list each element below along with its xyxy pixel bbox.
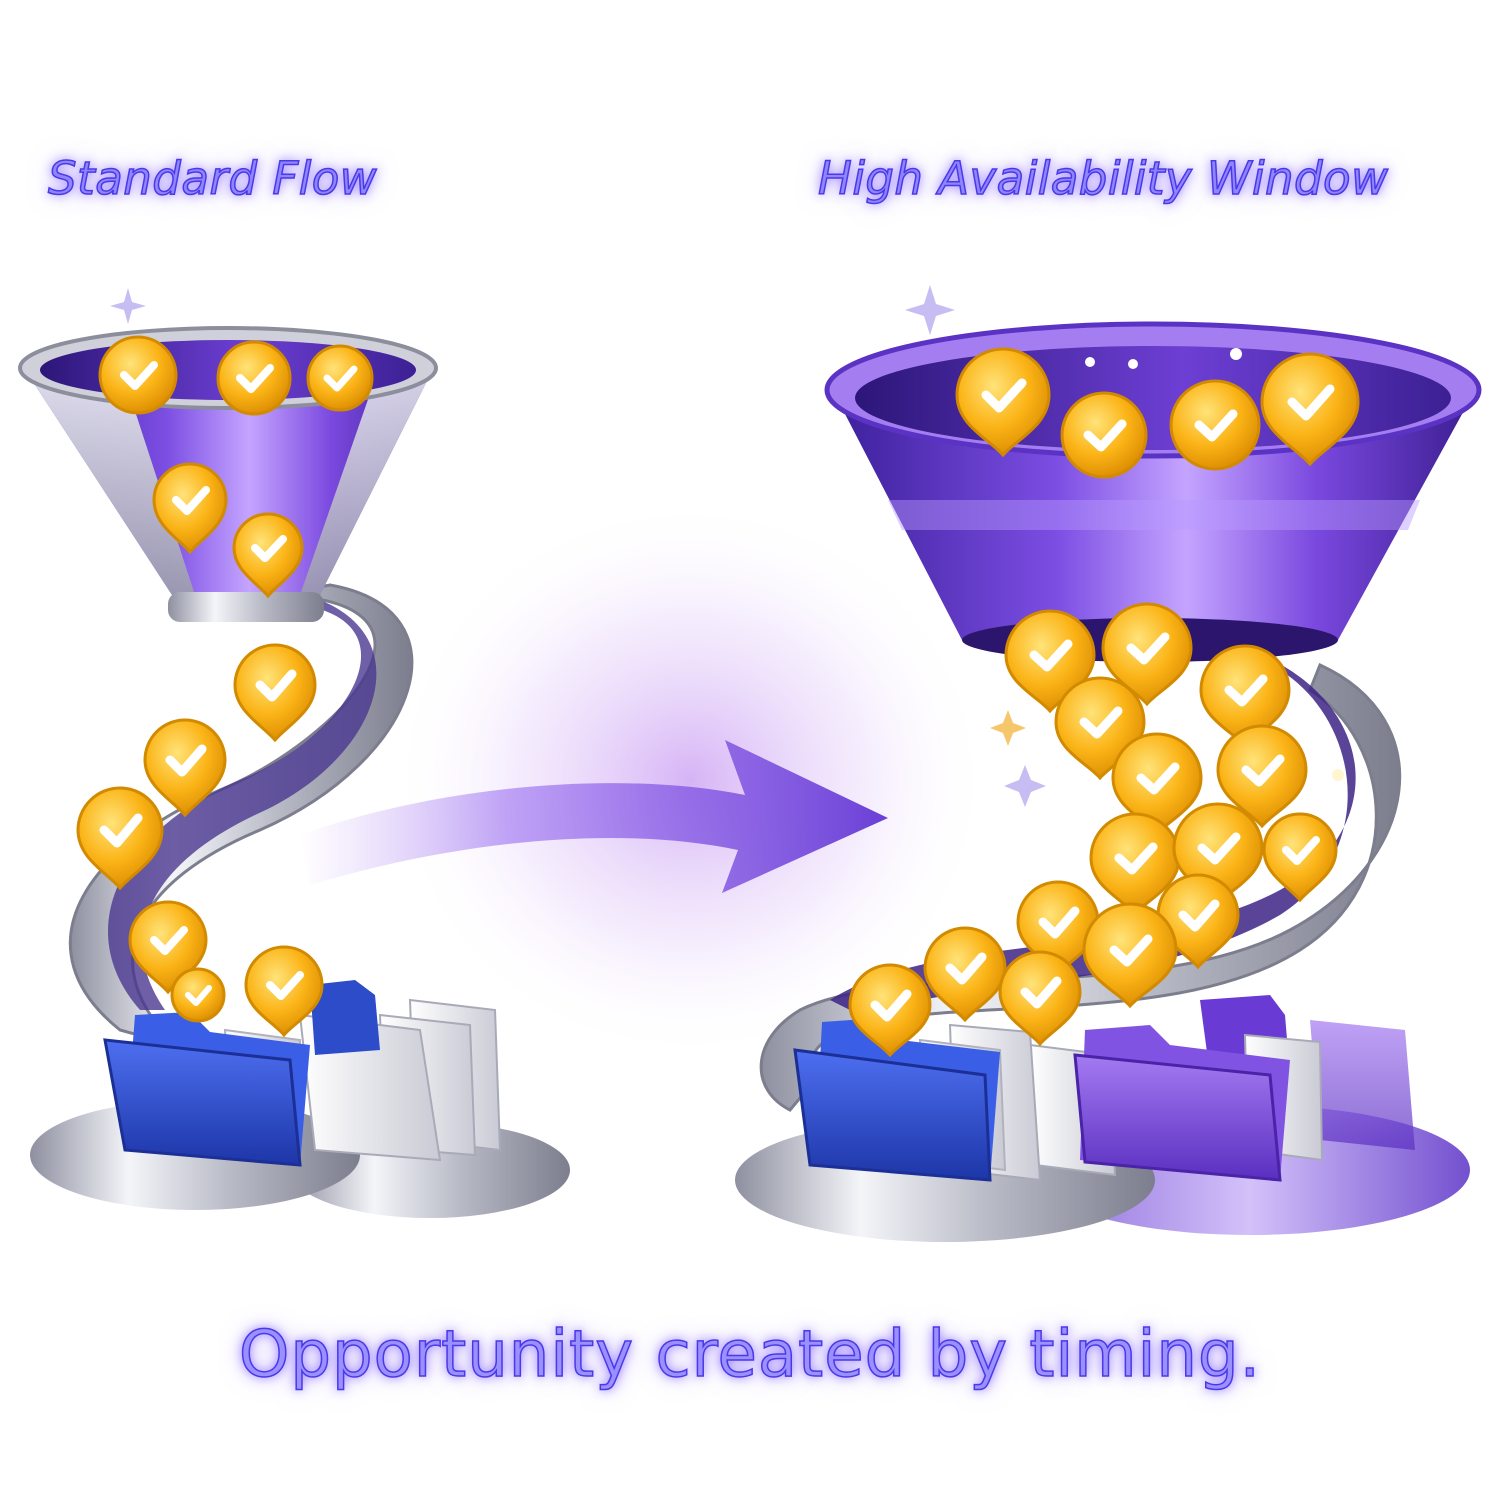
check-badge-icon: [152, 462, 228, 555]
funnel-silver-right: [300, 365, 435, 595]
sparkle-icon: [905, 285, 955, 335]
check-badge-icon: [1060, 391, 1148, 479]
folder-icon: [1310, 1020, 1415, 1150]
sparkle-icon: [1004, 765, 1046, 807]
folder-icon: [1073, 1053, 1282, 1182]
check-badge-group-left: [76, 335, 374, 1038]
check-badge-icon: [955, 347, 1051, 458]
check-badge-cascade: [848, 602, 1338, 1058]
sparkle-icon: [110, 288, 146, 324]
left-panel-title: Standard Flow: [47, 151, 378, 206]
check-badge-icon: [1169, 379, 1261, 471]
chute-inner: [108, 600, 377, 1010]
check-badge-icon: [1101, 602, 1193, 707]
check-badge-icon: [233, 643, 317, 743]
check-badge-group-right: [955, 347, 1360, 479]
check-badge-icon: [232, 512, 304, 599]
check-badge-icon: [1004, 609, 1096, 714]
check-badge-icon: [128, 900, 208, 995]
funnel-opening: [855, 346, 1451, 450]
sparkle-icon: [1085, 357, 1095, 367]
check-badge-icon: [998, 950, 1082, 1047]
check-badge-icon: [1089, 812, 1181, 917]
folder-icon: [793, 1018, 1007, 1182]
check-badge-icon: [1262, 812, 1338, 903]
funnel-neck: [168, 592, 324, 622]
sparkle-icon: [1128, 359, 1138, 369]
document-stack-left: [298, 998, 502, 1162]
check-badge-icon: [1260, 352, 1360, 467]
left-panel: [18, 288, 570, 1218]
right-panel: [735, 285, 1482, 1242]
sparkle-icon: [1230, 348, 1242, 360]
check-badge-icon: [170, 967, 226, 1023]
funnel-band: [888, 500, 1420, 530]
document-stack-right: [948, 995, 1415, 1182]
check-badge-icon: [848, 963, 932, 1058]
sparkle-icon: [1332, 769, 1344, 781]
check-badge-icon: [244, 945, 324, 1038]
funnel-silver-left: [22, 365, 195, 595]
check-badge-icon: [1216, 724, 1308, 829]
caption: Opportunity created by timing.: [238, 1317, 1261, 1393]
check-badge-icon: [216, 340, 292, 416]
check-badge-icon: [1111, 732, 1203, 837]
check-badge-icon: [1156, 873, 1240, 970]
right-panel-title: High Availability Window: [817, 151, 1389, 206]
check-badge-icon: [76, 786, 164, 891]
check-badge-icon: [143, 718, 227, 818]
curved-arrow-icon: [300, 740, 888, 893]
folder-icon: [103, 980, 380, 1167]
glow: [390, 500, 990, 1060]
sparkle-icon: [990, 710, 1026, 746]
check-badge-icon: [98, 335, 178, 415]
check-badge-icon: [306, 344, 374, 412]
check-badge-icon: [1199, 644, 1291, 749]
check-badge-icon: [1082, 902, 1178, 1009]
